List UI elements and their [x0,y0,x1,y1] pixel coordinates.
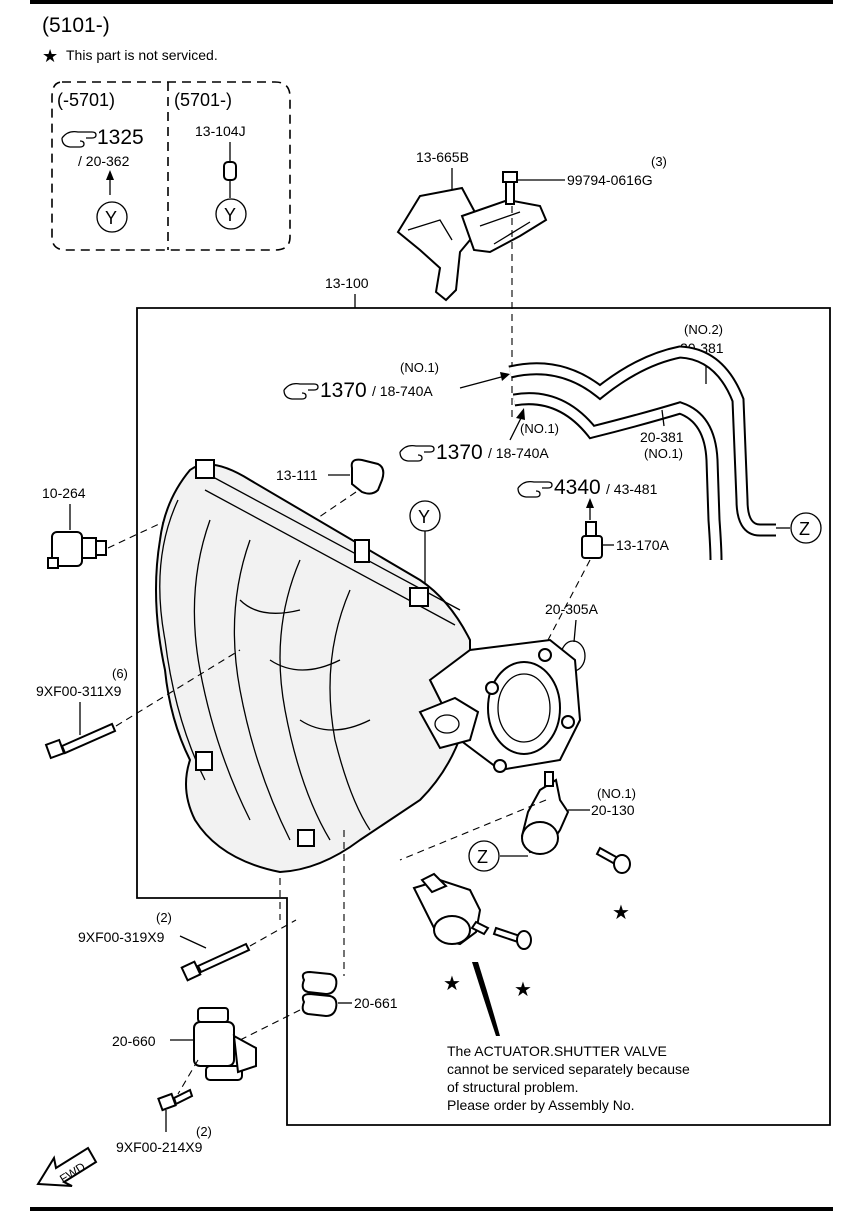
variant-right-part: 13-104J [195,123,246,139]
qty-9XF00-214: (2) [196,1124,212,1139]
callout-y-left-label: Y [105,208,117,228]
note-star: ★ [42,46,58,66]
callout-y-left[interactable] [96,201,128,233]
gasket-20-661 [301,970,338,1018]
dash-9XF00-311 [115,649,241,727]
arrow-right-icon [500,372,510,381]
arrow-up-icon [516,408,525,420]
screw-shutter [492,926,532,950]
ref3-code: 4340 [554,476,601,499]
leader-ref2 [509,415,523,441]
hand-pointer-icon [517,480,553,498]
note-line3: of structural problem. [447,1079,579,1095]
note-line2: cannot be serviced separately because [447,1061,690,1077]
star-1: ★ [612,902,630,924]
bolt-9XF00-319 [180,942,251,982]
assembly-box-13-100 [136,307,831,1126]
note-line4: Please order by Assembly No. [447,1097,635,1113]
leader-ref1 [459,375,506,389]
callout-y-center-label: Y [418,507,430,527]
label-99794: 99794-0616G [567,172,653,188]
star-3: ★ [514,979,532,1001]
label-9XF00-214: 9XF00-214X9 [116,1139,203,1155]
label-20-660: 20-660 [112,1033,156,1049]
dash-20-661b [239,1009,301,1041]
variant-left-part: / 20-362 [78,153,130,169]
variant-left-range: (-5701) [57,90,115,110]
plug-13-104J [223,161,237,181]
ref2-code: 1370 [436,441,483,464]
label-13-111: 13-111 [276,467,318,483]
bottom-rule [30,1207,833,1211]
label-20-381-no1: 20-381 [640,429,684,445]
variant-box [51,81,291,251]
callout-z-top-label: Z [799,519,810,539]
bracket-13-665B [396,186,548,302]
label-13-100: 13-100 [325,275,369,291]
bolt-9XF00-311 [44,722,117,760]
label-13-665B: 13-665B [416,149,469,165]
label-9XF00-319: 9XF00-319X9 [78,929,165,945]
model-range: (5101-) [42,14,110,37]
label-9XF00-311: 9XF00-311X9 [36,683,122,699]
label-20-661: 20-661 [354,995,398,1011]
ref2-part: / 18-740A [488,445,549,461]
ref1-part: / 18-740A [372,383,433,399]
note-pointer [472,962,500,1036]
tag-ref2: (NO.1) [520,421,559,436]
tag-ref1: (NO.1) [400,360,439,375]
tag-20-381-no1: (NO.1) [644,446,683,461]
variant-left-ref-code: 1325 [97,126,144,149]
label-20-130: 20-130 [591,802,635,818]
tag-20-381-no2: (NO.2) [684,322,723,337]
hose-20-381 [508,345,776,561]
qty-9XF00-311: (6) [112,666,128,681]
leader-20-305A [573,619,577,643]
gasket-13-111 [350,458,385,495]
label-13-170A: 13-170A [616,537,670,553]
shutter-valve-actuator [412,872,490,946]
actuator-20-130 [520,771,570,855]
label-10-264: 10-264 [42,485,86,501]
arrow-up-icon [586,498,594,508]
callout-z-bottom-label: Z [477,847,488,867]
qty-9XF00-319: (2) [156,910,172,925]
hand-pointer-icon [283,382,319,400]
top-rule [30,0,833,4]
qty-99794: (3) [651,154,667,169]
callout-y-right[interactable] [215,198,247,230]
screw-20-130 [595,846,631,874]
dash-13-170A [547,559,591,641]
variant-right-range: (5701-) [174,90,232,110]
valve-13-170A [581,521,603,559]
ref1-code: 1370 [320,379,367,402]
leader-20-381-no1 [661,409,665,427]
hand-pointer-icon [399,444,435,462]
dash-20-130 [399,799,547,861]
leader-9XF00-319 [179,935,207,949]
ref3-part: / 43-481 [606,481,658,497]
sensor-10-264 [47,531,107,569]
callout-z-top[interactable] [790,512,822,544]
bolt-9XF00-214 [157,1088,194,1112]
fwd-arrow-icon [36,1146,98,1187]
note-line1: The ACTUATOR.SHUTTER VALVE [447,1043,667,1059]
callout-z-bottom[interactable] [468,840,500,872]
arrow-up-icon [106,170,114,180]
label-20-305A: 20-305A [545,601,599,617]
dash-9XF00-319 [249,919,297,947]
callout-y-right-label: Y [224,205,236,225]
hand-pointer-icon [61,130,97,148]
intake-manifold [155,459,471,874]
dash-20-660 [177,1059,199,1095]
dash-10-264 [107,499,211,549]
bolt-99794 [502,171,518,205]
solenoid-20-660 [193,1007,257,1081]
throttle-body [418,638,582,773]
note-text: This part is not serviced. [66,47,218,63]
tag-20-130: (NO.1) [597,786,636,801]
star-2: ★ [443,973,461,995]
